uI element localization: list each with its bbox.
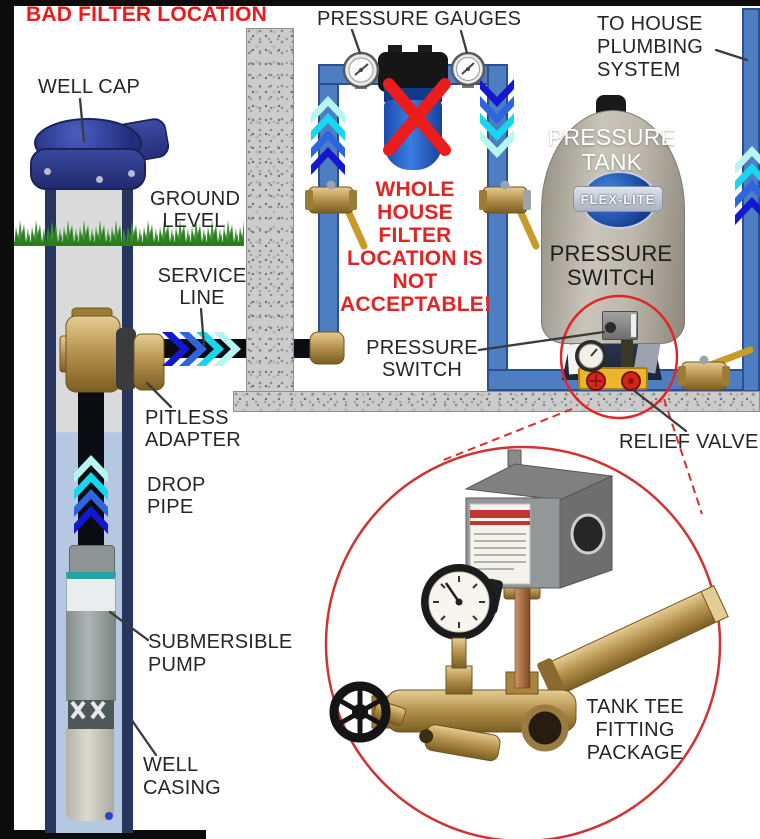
well-cap-label: WELL CAP [38, 76, 141, 98]
tank-tee-package-label: TANK TEE FITTING PACKAGE [586, 696, 684, 764]
blue-dot [105, 812, 113, 820]
submersible-pump-label: SUBMERSIBLE PUMP [148, 631, 293, 676]
tank-pressure-switch-label: PRESSURE SWITCH [549, 241, 673, 290]
pressure-switch-graphic [464, 449, 614, 589]
tank-tee-inset [324, 445, 729, 839]
boiler-drain [419, 724, 501, 762]
pitless-adapter-label: PITLESS ADAPTER [145, 407, 241, 451]
pump-intake [68, 700, 114, 730]
cap-bolt [96, 176, 103, 183]
to-house-plumbing-label: TO HOUSE PLUMBING SYSTEM [597, 13, 704, 81]
pressure-gauges-label: PRESSURE GAUGES [317, 8, 522, 30]
valve-stem [372, 700, 406, 726]
left-frame-bar [0, 0, 14, 839]
concrete-wall [246, 28, 294, 392]
pump-coupling [69, 545, 115, 575]
ground-level-label: GROUND LEVEL [150, 188, 241, 232]
concrete-floor [233, 391, 760, 412]
drop-pipe-graphic [78, 372, 104, 548]
gate-valve-wheel-icon [329, 681, 391, 743]
manifold-hex [371, 695, 391, 729]
filter-body [384, 100, 442, 170]
pump-label-band [66, 572, 116, 612]
zoom-indicator-lines [440, 398, 703, 515]
switch-box-label [631, 314, 636, 337]
switch-tee [505, 671, 539, 695]
pump-body [66, 611, 116, 701]
relief-valve-label: RELIEF VALVE [619, 431, 759, 453]
cap-bolt [128, 170, 135, 177]
brass-pipe [537, 585, 729, 702]
manifold-body [385, 689, 577, 733]
top-frame-bar [0, 0, 760, 6]
well-casing-right-wall [122, 173, 133, 833]
filter-left-pipe [318, 64, 339, 347]
filter-warning-label: WHOLE HOUSE FILTER LOCATION IS NOT ACCEP… [340, 178, 492, 316]
tank-port [521, 704, 569, 752]
copper-pipe [514, 585, 531, 689]
tank-tee-manifold [578, 367, 648, 390]
switch-conduit-hole [605, 322, 616, 333]
pressure-switch-pointer-label: PRESSURE SWITCH [366, 337, 478, 381]
gauge-tee [445, 665, 473, 695]
pressure-tank-label: PRESSURE TANK [547, 124, 677, 175]
flex-lite-brand-band: FLEX-LITE [573, 186, 663, 212]
filter-right-pipe [487, 64, 508, 374]
brass-nut [503, 583, 541, 600]
well-casing-label: WELL CASING [143, 754, 221, 799]
bad-filter-location-label: BAD FILTER LOCATION [26, 3, 267, 26]
pressure-gauge-icon [421, 564, 503, 669]
pump-motor [66, 729, 114, 821]
switch-stem [621, 338, 633, 368]
bottom-frame-bar [0, 830, 206, 839]
service-line-label: SERVICE LINE [157, 265, 247, 309]
house-riser-pipe [742, 8, 760, 392]
inset-circle [324, 445, 722, 839]
drop-pipe-label: DROP PIPE [147, 474, 206, 518]
well-casing-left-wall [45, 173, 56, 833]
filter-cap [378, 52, 448, 92]
cap-bolt [44, 168, 51, 175]
